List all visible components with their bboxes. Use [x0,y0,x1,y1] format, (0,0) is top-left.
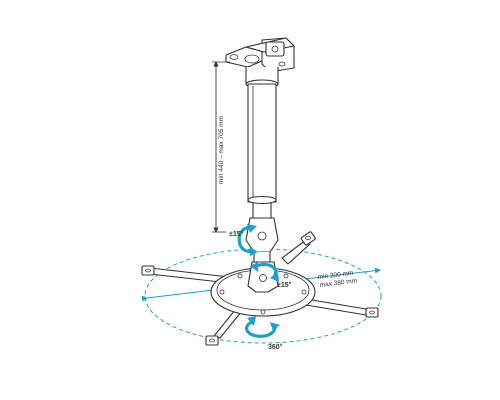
rotation-label: 360° [268,343,283,351]
height-label: min 440 – max 705 mm [218,116,225,184]
swivel-arrow-icon [250,262,279,282]
width-label-max: max 380 mm [319,277,357,289]
tilt-arrow-icon [237,224,258,256]
width-label-min: min 200 mm [317,270,353,281]
swivel-label: ±15° [277,281,292,289]
tilt-label: ±15° [229,230,244,238]
rotation-arrow-icon [245,316,280,338]
telescopic-pole [247,83,277,219]
ceiling-plate [225,37,295,89]
